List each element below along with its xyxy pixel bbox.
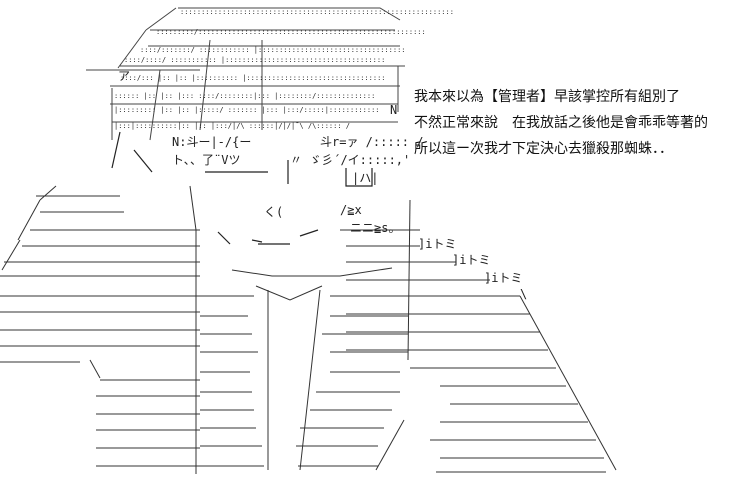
svg-text:::::/::::/ ::::::::::: |::::::: ::::/::::/ ::::::::::: |::::::::::::::::… <box>124 56 385 64</box>
dialogue-line: 我本來以為【管理者】早該掌控所有組別了 <box>414 89 680 105</box>
face-lines <box>111 131 373 245</box>
badge-text: ]iトミ <box>418 237 456 251</box>
svg-text::::::::::/::::::::::::::::::::: :::::::::/::::::::::::::::::::::::::::::… <box>156 28 426 36</box>
dialogue-block: 我本來以為【管理者】早該掌控所有組別了 不然正常來說 在我放話之後他是會乖乖等著… <box>414 84 744 162</box>
hair-shape <box>86 7 405 141</box>
face-text: く( <box>264 205 283 219</box>
face-text: |ハ| <box>352 171 378 185</box>
badge-text: ]iトミ <box>484 271 522 285</box>
head-N-glyph: N <box>390 103 397 117</box>
svg-text:::::/:::::::/ :::::::::::: |::: ::::/:::::::/ :::::::::::: |::::::::::::… <box>140 46 406 54</box>
face-text: /≧x <box>340 203 362 217</box>
face-text: 斗r=ァ /::::: / <box>320 135 423 149</box>
dialogue-line: 不然正常來說 在我放話之後他是會乖乖等著的 <box>414 115 708 131</box>
coat-body <box>0 185 617 474</box>
svg-text:|:::|::::::::::|:: |:: |:::/|/: |:::|::::::::::|:: |:: |:::/|/\ ::::::|/… <box>114 122 350 130</box>
face-text: ニニ≧s。 <box>350 221 400 235</box>
svg-text:|::::::::: |:: |:: |:::::/ :::: |::::::::: |:: |:: |:::::/ ::::::: |::: … <box>114 106 380 114</box>
face-text: 〃 ゞ彡´/イ:::::,' <box>290 153 410 167</box>
svg-text:::::::::::::::::::::::::::::::: ::::::::::::::::::::::::::::::::::::::::… <box>180 8 454 16</box>
dialogue-line: 所以這ー次我才下定決心去獵殺那蜘蛛．． <box>414 141 673 157</box>
badge-text: ]iトミ <box>452 253 490 267</box>
hair-texture: ::::::::::::::::::::::::::::::::::::::::… <box>114 8 454 130</box>
svg-text:::::/::: |:: |:: |:::::::::: |: ::::/::: |:: |:: |:::::::::: |::::::::::… <box>120 74 386 82</box>
hat-glyph: ア <box>118 69 130 83</box>
sleeve-glyph: \ <box>520 287 527 301</box>
face-text: N:斗ー|-/{ー <box>172 135 251 149</box>
face-text: ト､、了¨Vツ <box>172 153 240 167</box>
svg-text::::::: |:: |:: |::: ::::/:::::: :::::: |:: |:: |::: ::::/::::::::|::: |:… <box>114 92 375 100</box>
